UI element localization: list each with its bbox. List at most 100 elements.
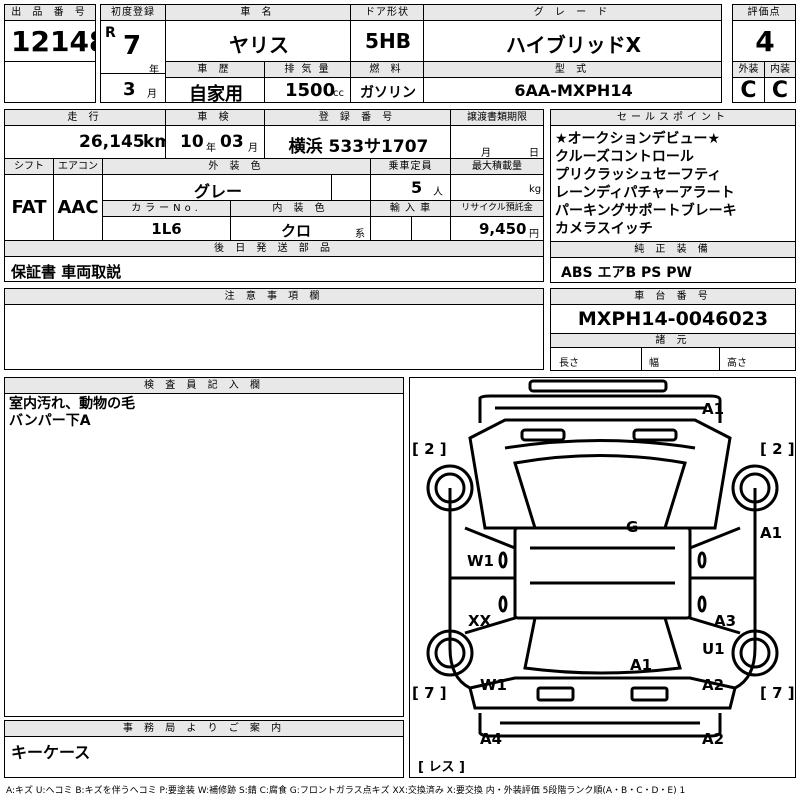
car-name: ヤリス: [229, 33, 289, 57]
reg-year: 7: [123, 31, 142, 61]
seats-unit: 人: [433, 187, 443, 198]
office-cell: キーケース: [4, 736, 404, 778]
mark-a2-right: A2: [702, 676, 725, 694]
color-label: 外 装 色: [102, 158, 371, 175]
reg-month: 3: [123, 79, 136, 100]
km-unit: km: [143, 132, 165, 152]
fuel-label: 燃 料: [350, 61, 424, 78]
load-unit: kg: [529, 184, 542, 195]
intcolor-unit: 系: [355, 229, 365, 240]
int-grade: C: [771, 78, 789, 103]
seats: 5: [411, 178, 423, 197]
history-cell: 自家用: [165, 77, 265, 103]
shift: FAT: [11, 197, 47, 218]
displacement-label: 排 気 量: [264, 61, 351, 78]
mark-a3: A3: [714, 612, 737, 630]
mileage: 26,145: [79, 132, 145, 152]
int-cell: C: [764, 77, 796, 103]
grade: ハイブリッドX: [505, 33, 642, 57]
door-label: ドア形状: [350, 4, 424, 21]
intcolor-cell: クロ 系: [230, 216, 371, 241]
load-label: 最大積載量: [450, 158, 544, 175]
first-reg-label: 初度登録: [100, 4, 166, 21]
ac-cell: AAC: [53, 174, 103, 241]
legend: A:キズ U:ヘコミ B:キズを伴うヘコミ P:要塗装 W:補修跡 S:錆 C:…: [6, 786, 686, 796]
score-label: 評価点: [732, 4, 796, 21]
mark-a4: A4: [480, 730, 503, 748]
year-unit: 年: [149, 65, 159, 76]
sales-point-5: パーキングサポートブレーキ: [555, 203, 737, 219]
chassis-number: MXPH14-0046023: [577, 308, 769, 330]
lot-empty-cell: [4, 61, 96, 103]
sales-label: セールスポイント: [550, 109, 796, 126]
insp-year-unit: 年: [206, 143, 216, 154]
transfer-label: 譲渡書類期限: [450, 109, 544, 126]
tire-front-left: [ 2 ]: [412, 440, 447, 458]
inspector-label: 検 査 員 記 入 欄: [4, 377, 404, 394]
plate: 横浜 533サ1707: [288, 137, 429, 157]
sales-cell: ★オークションデビュー★ クルーズコントロール プリクラッシュセーフティ レーン…: [550, 125, 796, 242]
cc-unit: cc: [333, 88, 344, 99]
tire-front-right: [ 2 ]: [760, 440, 795, 458]
ext-grade: C: [740, 78, 757, 103]
seats-cell: 5 人: [370, 174, 451, 201]
colorno-cell: 1L6: [102, 216, 231, 241]
fuel-cell: ガソリン: [350, 77, 424, 103]
mark-a2-bottom: A2: [702, 730, 725, 748]
grade-label: グ レ ー ド: [423, 4, 722, 21]
mark-xx: XX: [468, 612, 492, 630]
spare-tire: [ レス ]: [418, 760, 465, 775]
load-cell: kg: [450, 174, 544, 201]
specs-label: 諸 元: [550, 333, 796, 348]
later-parts: 保証書 車両取説: [11, 263, 122, 281]
sales-point-3: プリクラッシュセーフティ: [555, 167, 722, 183]
recycle-cell: 9,450 円: [450, 216, 544, 241]
fuel: ガソリン: [360, 85, 416, 101]
transfer-day: 日: [529, 148, 539, 159]
office-note: キーケース: [11, 743, 91, 762]
later-parts-cell: 保証書 車両取説: [4, 256, 544, 282]
month-unit: 月: [147, 89, 157, 100]
mark-w1-rear: W1: [480, 676, 507, 694]
color: グレー: [193, 182, 242, 201]
color-cell: グレー: [102, 174, 371, 201]
chassis-label: 車 台 番 号: [550, 288, 796, 305]
sales-point-1: ★オークションデビュー★: [555, 131, 721, 147]
grade-cell: ハイブリッドX: [423, 20, 722, 62]
sales-point-4: レーンディパチャーアラート: [555, 185, 735, 201]
insp-year: 10: [180, 132, 204, 152]
recycle: 9,450: [479, 220, 527, 238]
insp-month: 03: [220, 132, 244, 152]
score: 4: [755, 25, 775, 58]
import-label: 輸 入 車: [370, 200, 451, 217]
door-type: 5HB: [365, 29, 411, 53]
chassis-cell: MXPH14-0046023: [550, 304, 796, 334]
spec-length: 長さ: [559, 358, 579, 369]
inspection-label: 車 検: [165, 109, 265, 126]
plate-cell: 横浜 533サ1707: [264, 125, 451, 159]
car-name-label: 車 名: [165, 4, 351, 21]
tire-rear-right: [ 7 ]: [760, 684, 795, 702]
plate-label: 登 録 番 号: [264, 109, 451, 126]
model: 6AA-MXPH14: [514, 81, 633, 100]
shift-cell: FAT: [4, 174, 54, 241]
mark-a1-right: A1: [760, 524, 783, 542]
era: R: [105, 25, 116, 41]
displacement: 1500: [285, 80, 336, 101]
mark-w1-left: W1: [467, 552, 494, 570]
tire-rear-left: [ 7 ]: [412, 684, 447, 702]
score-cell: 4: [732, 20, 796, 62]
transfer-cell: 月 日: [450, 125, 544, 159]
notes-cell: [4, 304, 544, 370]
ac: AAC: [57, 197, 99, 218]
ext-label: 外装: [732, 61, 765, 78]
notes-label: 注 意 事 項 欄: [4, 288, 544, 305]
car-name-cell: ヤリス: [165, 20, 351, 62]
seats-label: 乗車定員: [370, 158, 451, 175]
colorno: 1L6: [151, 220, 182, 238]
damage-diagram: [ 2 ] [ 2 ] [ 7 ] [ 7 ] [ レス ] A1 A1 G W…: [409, 377, 796, 778]
later-parts-label: 後 日 発 送 部 品: [4, 240, 544, 257]
mileage-label: 走 行: [4, 109, 166, 126]
ext-cell: C: [732, 77, 765, 103]
lot-number: 12148: [11, 25, 95, 58]
